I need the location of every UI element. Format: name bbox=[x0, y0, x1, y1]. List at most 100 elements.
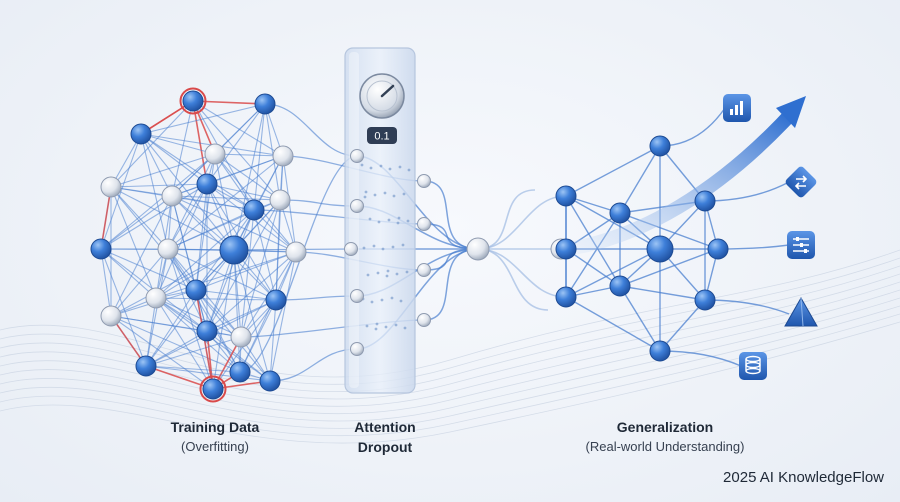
dropout-node bbox=[417, 313, 431, 327]
dropout-dot bbox=[375, 322, 379, 326]
network-edge bbox=[253, 103, 266, 211]
dropout-dot bbox=[379, 164, 383, 168]
training-node bbox=[130, 123, 152, 145]
dropout-dot bbox=[397, 216, 401, 220]
network-edge bbox=[192, 100, 284, 157]
dropout-dot bbox=[380, 298, 384, 302]
generalization-node bbox=[555, 238, 577, 260]
network-edge bbox=[110, 186, 157, 299]
training-node bbox=[145, 287, 167, 309]
dropout-dial[interactable]: 0.1 bbox=[359, 73, 405, 144]
training-node bbox=[285, 241, 307, 263]
network-edge bbox=[195, 289, 277, 301]
network-edge bbox=[155, 297, 277, 301]
network-edge bbox=[140, 133, 169, 250]
dropout-dot bbox=[373, 193, 377, 197]
dropout-dot bbox=[381, 247, 385, 251]
network-edge bbox=[167, 248, 241, 373]
dropout-dot bbox=[362, 246, 366, 250]
training-node bbox=[219, 235, 249, 265]
network-edge bbox=[167, 153, 216, 250]
dropout-dot bbox=[392, 194, 396, 198]
network-edge bbox=[206, 330, 271, 382]
dropout-dot bbox=[376, 271, 380, 275]
network-edge bbox=[155, 183, 208, 299]
network-edge bbox=[145, 365, 271, 382]
flow-curve bbox=[477, 248, 567, 298]
dropout-dot bbox=[385, 274, 389, 278]
dropout-dot bbox=[369, 166, 373, 170]
network-edge bbox=[110, 186, 235, 251]
dropout-node bbox=[350, 289, 364, 303]
network-edge bbox=[145, 336, 242, 367]
network-edge bbox=[195, 289, 241, 373]
network-edge bbox=[206, 155, 284, 185]
network-edge bbox=[110, 153, 216, 188]
network-edge bbox=[167, 183, 208, 250]
network-edge bbox=[145, 297, 157, 367]
dropout-node bbox=[350, 149, 364, 163]
training-node bbox=[161, 185, 183, 207]
network-edge bbox=[171, 195, 297, 253]
wave-line bbox=[0, 249, 900, 378]
training-node bbox=[269, 189, 291, 211]
generalization-node bbox=[707, 238, 729, 260]
pyramid-icon bbox=[784, 296, 818, 327]
network-edge bbox=[110, 195, 173, 317]
training-node bbox=[254, 93, 276, 115]
network-edge bbox=[110, 183, 208, 188]
wave-line bbox=[0, 289, 900, 415]
dropout-dot bbox=[374, 327, 378, 331]
generalization-node bbox=[694, 190, 716, 212]
network-edge bbox=[619, 285, 706, 301]
network-edge bbox=[110, 315, 214, 390]
training-subtitle: (Overfitting) bbox=[181, 439, 249, 454]
dropout-label: Dropout bbox=[357, 439, 413, 455]
wave-line bbox=[0, 281, 900, 407]
network-edge bbox=[100, 133, 142, 250]
database-icon bbox=[739, 352, 767, 380]
wave-line bbox=[0, 273, 900, 400]
generalization-node bbox=[555, 286, 577, 308]
dropout-node bbox=[417, 174, 431, 188]
icon-edge bbox=[659, 107, 726, 147]
network-edge bbox=[214, 153, 281, 201]
network-edge bbox=[145, 365, 241, 373]
wave-line bbox=[0, 305, 900, 429]
dropout-dot bbox=[399, 299, 403, 303]
network-edge bbox=[167, 155, 284, 250]
dropout-dot bbox=[364, 190, 368, 194]
network-edge bbox=[192, 100, 208, 185]
training-node bbox=[100, 176, 122, 198]
network-edge bbox=[110, 249, 235, 317]
network-edge bbox=[195, 289, 242, 338]
dropout-dot bbox=[406, 219, 410, 223]
hub-node bbox=[466, 237, 490, 261]
dropout-dot bbox=[398, 165, 402, 169]
icon-edge bbox=[717, 244, 790, 250]
flow-curve bbox=[239, 155, 358, 373]
dropout-dot bbox=[405, 270, 409, 274]
network-edge bbox=[100, 153, 216, 250]
network-edge bbox=[110, 186, 169, 250]
dropout-node bbox=[417, 217, 431, 231]
dropout-dot bbox=[388, 167, 392, 171]
dropout-node bbox=[417, 263, 431, 277]
network-edge bbox=[264, 103, 281, 201]
dropout-node bbox=[344, 242, 358, 256]
output-icons bbox=[723, 94, 818, 380]
dropout-dot bbox=[396, 221, 400, 225]
network-edge bbox=[253, 209, 277, 301]
dropout-dot bbox=[394, 323, 398, 327]
dial-value-badge bbox=[367, 127, 397, 144]
training-node bbox=[185, 279, 207, 301]
training-node bbox=[100, 305, 122, 327]
flow-curve bbox=[423, 223, 479, 250]
wave-line bbox=[0, 257, 900, 385]
wave-lines bbox=[0, 249, 900, 444]
network-edge bbox=[233, 103, 266, 251]
network-edge bbox=[195, 251, 297, 291]
network-edge bbox=[269, 299, 277, 382]
dropout-dot bbox=[366, 273, 370, 277]
